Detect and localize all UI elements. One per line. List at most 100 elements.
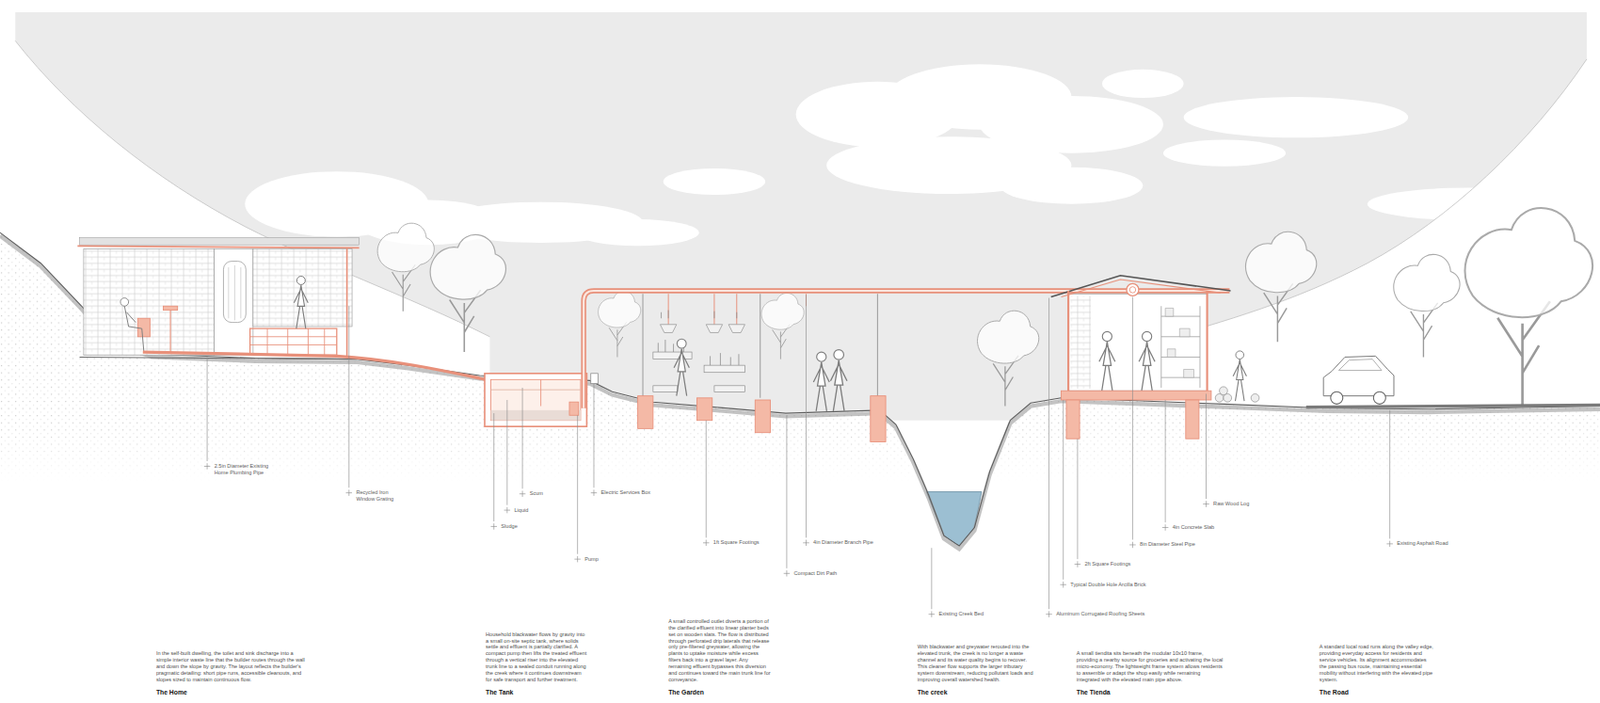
tree xyxy=(1245,231,1316,342)
footing xyxy=(754,400,770,433)
toilet xyxy=(137,318,150,337)
callout-label: Electric Services Box xyxy=(601,489,652,496)
tree xyxy=(1393,254,1460,357)
seated-person xyxy=(124,305,144,352)
sink xyxy=(162,305,177,310)
tree xyxy=(761,292,804,359)
clouds xyxy=(244,64,1571,246)
tienda xyxy=(1051,275,1260,439)
person xyxy=(673,338,689,396)
footing xyxy=(696,398,712,421)
floor-slab xyxy=(80,356,358,359)
section-heading: The Tank xyxy=(485,688,513,697)
hanging-planters xyxy=(659,324,745,334)
callout-label: Scum xyxy=(529,490,544,497)
tree xyxy=(976,310,1039,406)
goods xyxy=(1165,307,1194,378)
pump xyxy=(569,401,579,416)
planter-bed xyxy=(714,385,746,393)
wood-log xyxy=(1223,393,1232,402)
leader-line xyxy=(1386,410,1393,547)
leader-line xyxy=(591,384,598,496)
garden xyxy=(638,293,886,442)
callout-label: Typical Double Hole Arcilla Brick xyxy=(1070,581,1146,589)
leader-line xyxy=(504,400,512,513)
downspout xyxy=(346,247,349,357)
roof-frame xyxy=(1061,279,1221,297)
planter-bed xyxy=(653,385,678,393)
section-heading: The creek xyxy=(917,688,948,697)
shelves xyxy=(1161,305,1200,388)
callout-label: Sludge xyxy=(500,523,517,530)
brick-wall xyxy=(83,249,215,356)
car-wheel xyxy=(1373,391,1386,404)
right-hill xyxy=(1152,59,1600,429)
arcilla-brick xyxy=(1070,295,1091,389)
window-grating xyxy=(223,261,246,323)
brick-wall xyxy=(253,249,352,327)
leader-line xyxy=(204,356,211,469)
car-window xyxy=(1338,359,1382,371)
roof-line xyxy=(77,245,359,248)
car-wheel xyxy=(1330,391,1344,404)
home xyxy=(77,238,486,381)
callout-label: Existing Creek Bed xyxy=(938,610,984,618)
callout-label: 1ft Square Footings xyxy=(713,539,760,546)
sludge-layer xyxy=(490,410,580,421)
section-heading: The Tienda xyxy=(1076,688,1111,697)
wall-panel xyxy=(214,249,254,356)
callout-label: Pump xyxy=(584,556,599,563)
home-plumbing-pipe xyxy=(143,352,486,380)
car-body xyxy=(1323,355,1394,396)
planter-bed xyxy=(653,352,692,360)
leader-line xyxy=(928,547,936,618)
callout-label: Compact Dirt Path xyxy=(793,570,837,577)
leader-line xyxy=(1074,438,1082,568)
cloud xyxy=(1184,96,1409,138)
leader-line xyxy=(346,305,353,496)
section-description: A small tiendita sits beneath the modula… xyxy=(1076,650,1225,684)
cloud xyxy=(1163,140,1286,167)
cloud xyxy=(663,168,766,195)
ground xyxy=(0,232,1600,703)
callout-label: Existing Asphalt Road xyxy=(1396,540,1448,547)
person xyxy=(293,275,308,329)
cloud xyxy=(1102,69,1184,98)
wood-log xyxy=(1250,393,1260,402)
concrete-slab xyxy=(1061,390,1212,400)
soil-stipple xyxy=(0,232,1600,703)
section-heading: The Garden xyxy=(668,688,704,697)
leader-line xyxy=(1059,400,1067,588)
ground-line xyxy=(0,232,1600,546)
asphalt-road xyxy=(1306,404,1600,407)
footing xyxy=(870,396,886,443)
frame-posts xyxy=(1068,290,1207,391)
cloud xyxy=(999,167,1143,205)
steel-pipe xyxy=(1126,283,1139,296)
callout-label: 2.5in Diameter Existing Home Plumbing Pi… xyxy=(214,463,278,477)
leader-line xyxy=(1202,393,1210,507)
tree xyxy=(1464,208,1593,406)
tree xyxy=(430,234,506,352)
section-description: A small controlled outlet diverts a port… xyxy=(668,618,773,685)
leader-lines xyxy=(204,294,1393,618)
leader-line xyxy=(1045,298,1053,618)
wood-log xyxy=(1219,386,1229,396)
tank-shell xyxy=(484,373,587,427)
tienda-wall xyxy=(1068,293,1207,391)
section-description: With blackwater and greywater rerouted i… xyxy=(917,643,1039,684)
person xyxy=(1099,331,1116,391)
footing xyxy=(1066,400,1080,439)
section-description: In the self-built dwelling, the toilet a… xyxy=(156,650,307,684)
deck-railing xyxy=(250,328,337,355)
callout-label: 4in Concrete Slab xyxy=(1172,524,1215,531)
footing xyxy=(638,396,654,430)
planter-bed xyxy=(704,365,745,373)
callout-label: 8in Diameter Steel Pipe xyxy=(1139,541,1196,548)
cloud xyxy=(576,219,700,246)
plants xyxy=(657,310,739,367)
sink-drain xyxy=(170,310,172,354)
